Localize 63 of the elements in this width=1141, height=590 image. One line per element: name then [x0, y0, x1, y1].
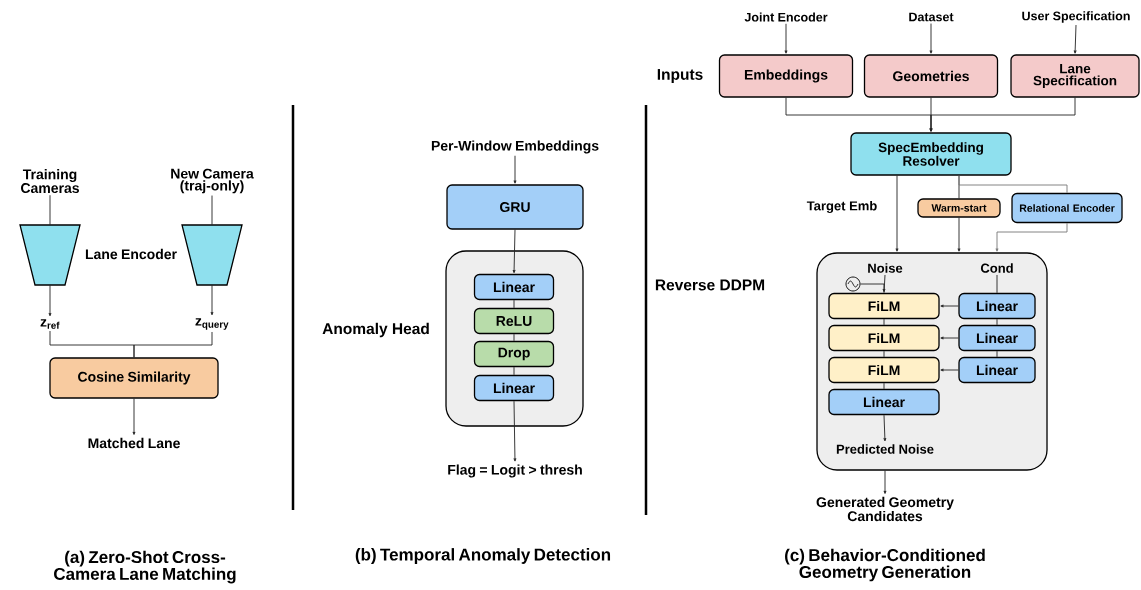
input-label: Per-Window Embeddings — [431, 140, 599, 154]
signal-label: Cond — [980, 263, 1013, 273]
arrow — [929, 97, 1076, 132]
noise-source-icon — [845, 276, 861, 292]
arrow — [895, 175, 899, 252]
signal-label: Noise — [868, 263, 903, 273]
input-box: Embeddings — [718, 54, 854, 98]
process-box: GRU — [446, 184, 584, 230]
arrow — [210, 284, 214, 316]
arrow — [929, 23, 933, 54]
output-label: Predicted Noise — [836, 444, 934, 454]
input-box: Lane Specification — [1010, 54, 1140, 98]
arrow — [132, 398, 136, 435]
row-label: Inputs — [657, 69, 703, 83]
layer-box: FiLM — [828, 324, 940, 352]
arrow — [940, 304, 959, 308]
input-label: Training Cameras — [21, 169, 79, 193]
panel-heading: Reverse DDPM — [655, 279, 765, 291]
arrow — [883, 414, 887, 442]
arrow — [957, 217, 961, 252]
layer-box: FiLM — [828, 292, 940, 320]
process-box: Warm-start — [917, 198, 1001, 218]
embedding-label: z$_{ref}$ — [40, 319, 60, 329]
arrow — [1073, 24, 1077, 54]
panel-caption: (a) Zero-Shot Cross-Camera Lane Matching — [54, 550, 236, 584]
arrow — [995, 222, 1068, 252]
layer-box: Linear — [828, 388, 940, 416]
encoder-trapezoid — [19, 224, 81, 286]
arrow — [860, 283, 886, 293]
panel-caption: (b) Temporal Anomaly Detection — [355, 548, 611, 564]
layer-box: Linear — [473, 374, 555, 402]
arrow — [48, 284, 52, 317]
edge-label: Target Emb — [805, 199, 879, 215]
arrow — [883, 470, 887, 494]
encoder-trapezoid — [181, 224, 243, 286]
panel-caption: (c) Behavior-Conditioned Geometry Generation — [785, 548, 985, 582]
input-label: New Camera (traj-only) — [171, 168, 254, 194]
output-label: Flag = Logit > thresh — [448, 464, 582, 478]
input-box: Geometries — [863, 54, 999, 98]
arrow — [940, 336, 959, 340]
layer-box: Linear — [958, 356, 1036, 384]
output-label: Generated Geometry Candidates — [816, 496, 954, 522]
arrow — [784, 23, 788, 54]
source-label: Dataset — [909, 12, 954, 22]
embedding-label: z$_{query}$ — [195, 318, 229, 330]
layer-box: FiLM — [828, 356, 940, 384]
part-label: Lane Encoder — [85, 248, 177, 260]
arrow — [513, 400, 517, 462]
output-label: Matched Lane — [88, 437, 180, 449]
process-box: SpecEmbedding Resolver — [850, 132, 1012, 176]
layer-box: Linear — [473, 273, 555, 301]
source-label: Joint Encoder — [744, 12, 828, 22]
layer-box: Drop — [473, 340, 555, 368]
panel-heading: Anomaly Head — [322, 322, 429, 338]
layer-box: Linear — [958, 324, 1036, 352]
layer-box: Linear — [958, 292, 1036, 320]
arrow — [512, 229, 516, 274]
layer-box: ReLU — [473, 307, 555, 335]
process-box: Relational Encoder — [1011, 192, 1123, 224]
arrow — [513, 155, 517, 184]
arrow — [940, 368, 959, 372]
process-box: Cosine Similarity — [49, 357, 219, 399]
source-label: User Specification — [1022, 11, 1130, 23]
